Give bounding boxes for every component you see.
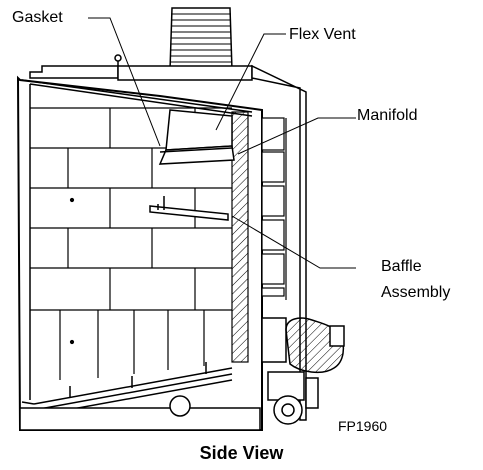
manifold [158, 109, 235, 165]
insulation-wall [231, 111, 249, 363]
caption-side-view: Side View [199, 443, 284, 463]
base [19, 371, 319, 431]
label-baffle-line1: Baffle [381, 258, 422, 275]
leader-lines [88, 17, 356, 269]
label-baffle-line2: Assembly [381, 284, 451, 301]
figure-code: FP1960 [338, 418, 388, 434]
label-manifold: Manifold [357, 107, 418, 124]
burner-assembly [261, 317, 345, 374]
label-flex-vent: Flex Vent [289, 26, 356, 43]
firebox-top [21, 79, 253, 400]
right-side-panel [261, 117, 287, 300]
baffle-assembly [149, 196, 229, 221]
flex-vent-pipe [169, 7, 233, 71]
label-gasket: Gasket [12, 9, 63, 26]
brick-panel [30, 107, 232, 380]
